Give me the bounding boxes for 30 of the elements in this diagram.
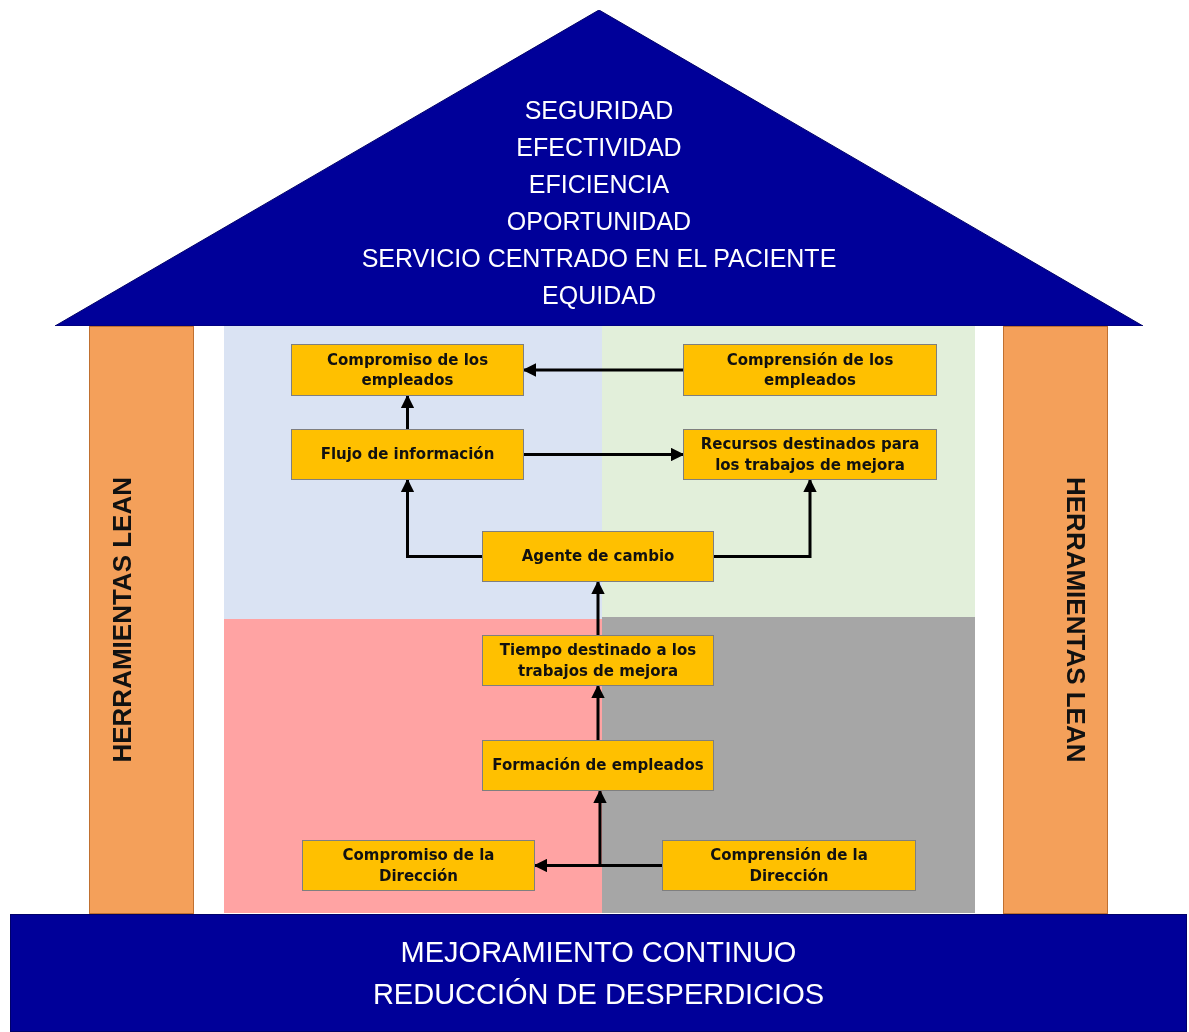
roof-text: EFECTIVIDAD: [515, 132, 683, 163]
pillar-label: HERRAMIENTAS LEAN: [106, 477, 138, 763]
arrow: [524, 447, 685, 462]
foundation-bar: [10, 914, 1187, 1032]
roof-text: SEGURIDAD: [523, 95, 675, 126]
process-box: Compromiso de los empleados: [291, 344, 524, 396]
roof-text: OPORTUNIDAD: [505, 206, 693, 237]
arrow: [400, 394, 415, 429]
process-box: Tiempo destinado a los trabajos de mejora: [482, 635, 714, 686]
arrow: [522, 363, 683, 377]
pillar-label: HERRAMIENTAS LEAN: [1059, 477, 1091, 763]
arrow: [591, 684, 605, 740]
roof-text: SERVICIO CENTRADO EN EL PACIENTE: [360, 243, 838, 274]
process-box: Flujo de información: [291, 429, 524, 480]
process-box: Comprensión de la Dirección: [662, 840, 916, 891]
process-box: Compromiso de la Dirección: [302, 840, 535, 891]
arrow: [714, 478, 817, 558]
base-text: REDUCCIÓN DE DESPERDICIOS: [372, 977, 825, 1012]
arrow: [400, 478, 482, 558]
pillar: [1003, 326, 1108, 914]
roof-text: EQUIDAD: [541, 280, 657, 311]
base-text: MEJORAMIENTO CONTINUO: [400, 935, 797, 970]
process-box: Recursos destinados para los trabajos de mejora: [683, 429, 937, 480]
process-box: Agente de cambio: [482, 531, 714, 582]
pillar: [89, 326, 194, 914]
roof-text: EFICIENCIA: [527, 169, 671, 200]
arrow: [591, 580, 605, 635]
roof-triangle: [55, 10, 1143, 326]
process-box: Formación de empleados: [482, 740, 714, 791]
process-box: Comprensión de los empleados: [683, 344, 937, 396]
